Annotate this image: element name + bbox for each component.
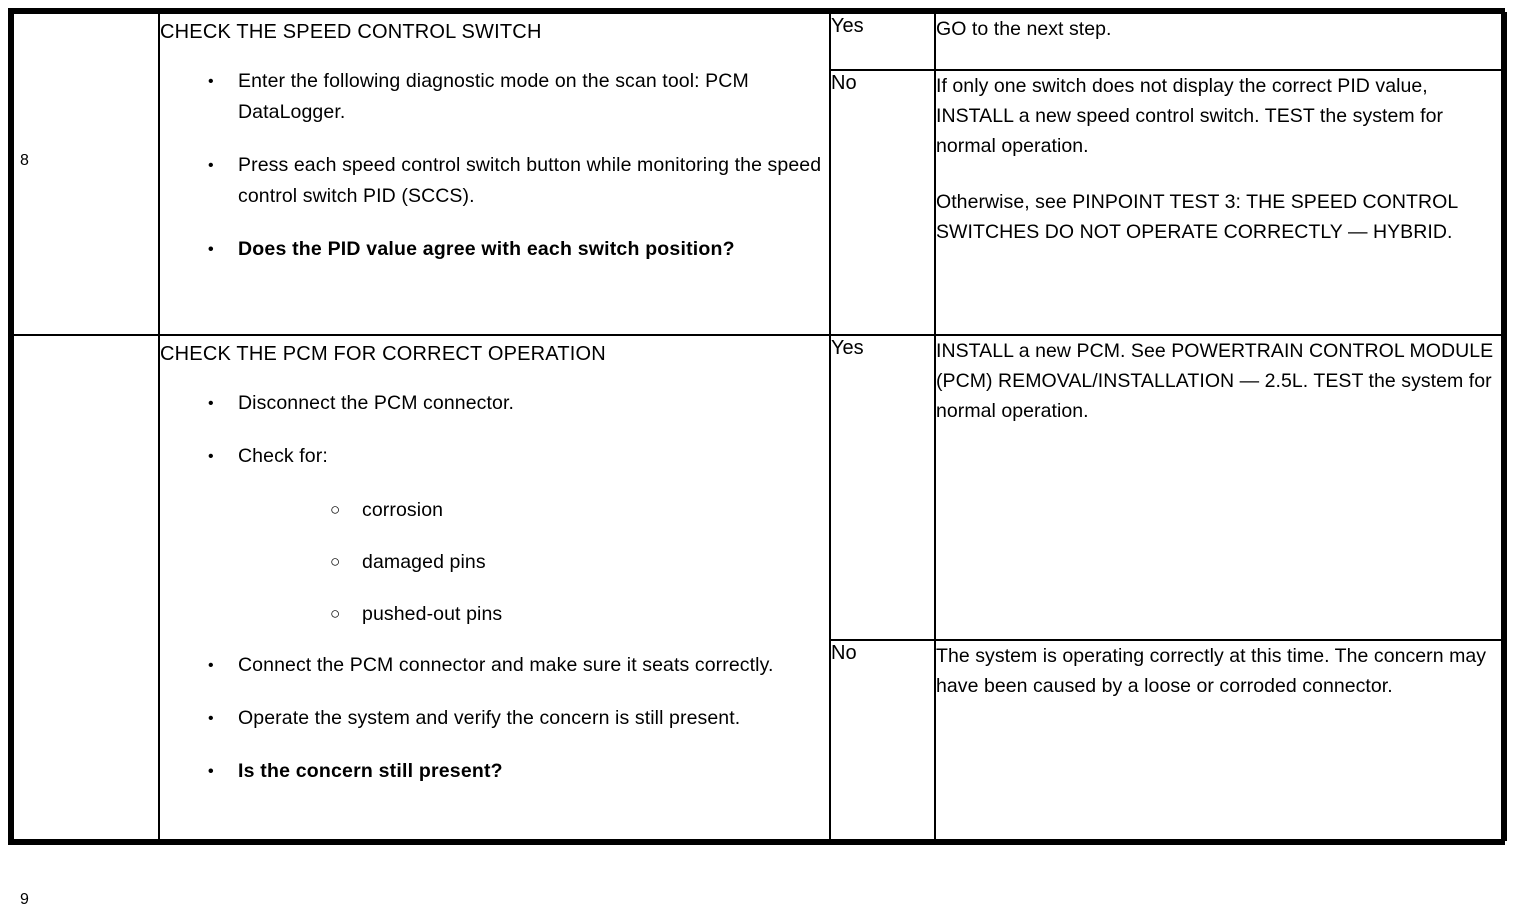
table-row-step-8-no: No If only one switch does not display t… <box>13 69 1507 336</box>
bullet-item-question: • Is the concern still present? <box>160 756 829 787</box>
result-cell-8-yes: Yes <box>829 12 936 71</box>
result-label-no: No <box>831 641 857 664</box>
bullet-text: Operate the system and verify the concer… <box>238 706 741 729</box>
step-number-9: 9 <box>20 890 29 908</box>
action-cell-9-no: The system is operating correctly at thi… <box>934 638 1507 842</box>
bullet-item: • Operate the system and verify the conc… <box>160 703 829 734</box>
sub-bullet-item: ○ pushed-out pins <box>238 600 829 628</box>
bullet-dot-icon: • <box>208 762 214 780</box>
bullet-dot-icon: • <box>208 656 214 674</box>
result-cell-8-no: No <box>829 69 936 336</box>
step-number-cell-9: 9 <box>12 333 160 908</box>
bullet-text: Is the concern still present? <box>238 759 503 782</box>
step-number-8: 8 <box>20 152 29 169</box>
action-paragraph: Otherwise, see PINPOINT TEST 3: THE SPEE… <box>936 191 1458 243</box>
table-row-step-9: 9 CHECK THE PCM FOR CORRECT OPERATION • … <box>12 333 1507 908</box>
bullet-dot-icon: • <box>208 241 214 258</box>
bullet-dot-icon: • <box>208 157 214 174</box>
sub-bullet-item: ○ damaged pins <box>238 548 829 576</box>
procedure-sub-bullet-list: ○ corrosion ○ damaged pins ○ <box>238 496 829 628</box>
procedure-cell-9: CHECK THE PCM FOR CORRECT OPERATION • Di… <box>158 333 831 842</box>
bullet-dot-icon: • <box>208 394 214 412</box>
bullet-text: Disconnect the PCM connector. <box>238 391 515 414</box>
action-paragraph: The system is operating correctly at thi… <box>936 644 1487 697</box>
bullet-dot-icon: • <box>208 709 214 727</box>
bullet-text: Enter the following diagnostic mode on t… <box>238 70 749 123</box>
step-number-cell-8: 8 <box>12 12 160 336</box>
action-cell-9-yes: INSTALL a new PCM. See POWERTRAIN CONTRO… <box>934 333 1507 641</box>
action-paragraph: INSTALL a new PCM. See POWERTRAIN CONTRO… <box>936 339 1494 422</box>
action-paragraph: GO to the next step. <box>936 18 1112 40</box>
table-row-step-8: 8 CHECK THE SPEED CONTROL SWITCH • Enter… <box>12 12 1507 336</box>
result-cell-9-no: No <box>829 638 936 842</box>
sub-bullet-text: damaged pins <box>362 550 486 573</box>
bullet-item: • Enter the following diagnostic mode on… <box>160 66 829 128</box>
result-cell-9-yes: Yes <box>829 333 936 641</box>
bullet-item: • Press each speed control switch button… <box>160 150 829 212</box>
bullet-item-question: • Does the PID value agree with each swi… <box>160 234 829 265</box>
procedure-title-9: CHECK THE PCM FOR CORRECT OPERATION <box>160 342 606 365</box>
bullet-circle-icon: ○ <box>330 603 341 623</box>
action-paragraph: If only one switch does not display the … <box>936 75 1444 157</box>
diagnostic-procedure-table: 8 CHECK THE SPEED CONTROL SWITCH • Enter… <box>8 8 1507 908</box>
table-row-step-9-no: No The system is operating correctly at … <box>13 638 1507 842</box>
result-label-no: No <box>831 72 857 94</box>
bullet-dot-icon: • <box>208 447 214 465</box>
action-cell-8-no: If only one switch does not display the … <box>934 69 1507 336</box>
result-label-yes: Yes <box>831 336 864 359</box>
sub-bullet-text: pushed-out pins <box>362 602 503 625</box>
bullet-item: • Disconnect the PCM connector. <box>160 388 829 419</box>
bullet-circle-icon: ○ <box>330 499 341 519</box>
procedure-bullet-list-9: • Disconnect the PCM connector. • Check … <box>160 388 829 787</box>
page-canvas: 8 CHECK THE SPEED CONTROL SWITCH • Enter… <box>8 8 1507 908</box>
bullet-circle-icon: ○ <box>330 551 341 571</box>
sub-bullet-item: ○ corrosion <box>238 496 829 524</box>
bullet-item: • Check for: ○ corrosion ○ dam <box>160 441 829 628</box>
action-cell-8-yes: GO to the next step. <box>934 12 1507 71</box>
bullet-text: Connect the PCM connector and make sure … <box>238 653 774 676</box>
bullet-item: • Connect the PCM connector and make sur… <box>160 650 829 681</box>
sub-bullet-text: corrosion <box>362 498 444 521</box>
procedure-bullet-list-8: • Enter the following diagnostic mode on… <box>160 66 829 265</box>
bullet-text: Press each speed control switch button w… <box>238 154 822 207</box>
procedure-title-8: CHECK THE SPEED CONTROL SWITCH <box>160 21 542 43</box>
procedure-cell-8: CHECK THE SPEED CONTROL SWITCH • Enter t… <box>158 12 831 336</box>
bullet-text: Check for: <box>238 444 328 467</box>
result-label-yes: Yes <box>831 15 864 37</box>
bullet-dot-icon: • <box>208 73 214 90</box>
bullet-text: Does the PID value agree with each switc… <box>238 238 735 260</box>
